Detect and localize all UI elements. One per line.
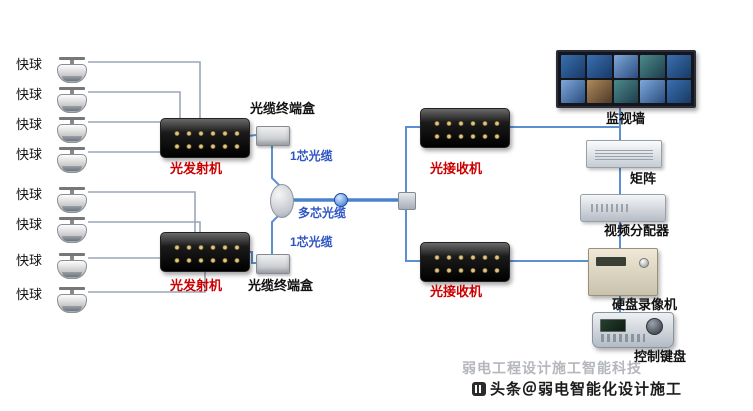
dome-camera-icon: [56, 286, 88, 314]
monitor-wall: [556, 50, 696, 108]
fiber-connector: [334, 193, 348, 207]
camera-label: 快球: [16, 117, 43, 132]
monitor-screen: [666, 55, 691, 78]
dome-camera-icon: [56, 86, 88, 114]
camera-dome: [57, 194, 87, 213]
dome-camera-icon: [56, 186, 88, 214]
monitor-screen: [613, 55, 639, 78]
camera-label: 快球: [16, 87, 43, 102]
camera-label: 快球: [16, 57, 43, 72]
keyboard-screen: [600, 319, 626, 332]
transmitter-bottom-label: 光发射机: [170, 278, 223, 293]
single-core-cable-bottom-label: 1芯光缆: [290, 235, 333, 249]
camera-mount: [59, 287, 85, 295]
monitor-wall-label: 监视墙: [606, 111, 646, 126]
camera-dome: [57, 224, 87, 243]
bnc-ports: [429, 249, 501, 275]
receiver-bottom-label: 光接收机: [430, 284, 483, 299]
keyboard-keys: [601, 334, 645, 342]
camera-mount: [59, 253, 85, 261]
camera-mount: [59, 87, 85, 95]
watermark-text: 头条＠弱电智能化设计施工: [490, 381, 683, 398]
bnc-ports: [429, 115, 501, 141]
dome-camera-icon: [56, 116, 88, 144]
fiber-terminal-box-bottom: [256, 254, 290, 274]
camera-label: 快球: [16, 253, 43, 268]
camera-mount: [59, 57, 85, 65]
camera-dome: [57, 294, 87, 313]
control-keyboard: [592, 312, 674, 348]
camera-dome: [57, 94, 87, 113]
monitor-screen: [640, 80, 665, 103]
optical-transmitter-top: [160, 118, 250, 158]
dvr-label: 硬盘录像机: [612, 297, 678, 312]
dome-camera-icon: [56, 146, 88, 174]
fiber-junction-box: [398, 192, 416, 210]
camera-dome: [57, 154, 87, 173]
single-core-cable-top-label: 1芯光缆: [290, 149, 333, 163]
dome-camera-icon: [56, 56, 88, 84]
monitor-screen: [640, 55, 665, 78]
camera-dome: [57, 124, 87, 143]
camera-mount: [59, 217, 85, 225]
camera-dome: [57, 64, 87, 83]
camera-mount: [59, 187, 85, 195]
video-distributor-label: 视频分配器: [604, 223, 670, 238]
camera-mount: [59, 147, 85, 155]
keyboard-joystick: [646, 318, 663, 335]
camera-label: 快球: [16, 217, 43, 232]
camera-label: 快球: [16, 147, 43, 162]
terminal-box-top-label: 光缆终端盒: [250, 101, 316, 116]
camera-mount: [59, 117, 85, 125]
terminal-box-bottom-label: 光缆终端盒: [248, 278, 314, 293]
monitor-screen: [587, 80, 612, 103]
fiber-splice-closure: [270, 184, 294, 218]
monitor-screen: [666, 80, 691, 103]
transmitter-top-label: 光发射机: [170, 161, 223, 176]
dome-camera-icon: [56, 216, 88, 244]
camera-dome: [57, 260, 87, 279]
bnc-ports: [169, 239, 241, 265]
watermark-shadow-text: 弱电工程设计施工智能科技: [462, 360, 642, 376]
optical-transmitter-bottom: [160, 232, 250, 272]
matrix-label: 矩阵: [630, 171, 657, 186]
control-keyboard-label: 控制键盘: [634, 349, 687, 364]
dome-camera-icon: [56, 252, 88, 280]
multi-core-cable-label: 多芯光缆: [298, 206, 347, 220]
monitor-screen: [561, 80, 586, 103]
camera-label: 快球: [16, 287, 43, 302]
toutiao-logo-icon: [472, 381, 486, 396]
video-distributor: [580, 194, 666, 222]
fiber-terminal-box-top: [256, 126, 290, 146]
optical-receiver-bottom: [420, 242, 510, 282]
camera-label: 快球: [16, 187, 43, 202]
monitor-screen: [613, 80, 639, 103]
receiver-top-label: 光接收机: [430, 161, 483, 176]
matrix-switcher: [586, 140, 662, 168]
optical-receiver-top: [420, 108, 510, 148]
bnc-ports: [169, 125, 241, 151]
monitor-screen: [561, 55, 586, 78]
watermark: 头条＠弱电智能化设计施工: [472, 378, 682, 399]
dvr-recorder: [588, 248, 658, 296]
monitor-screen: [587, 55, 612, 78]
